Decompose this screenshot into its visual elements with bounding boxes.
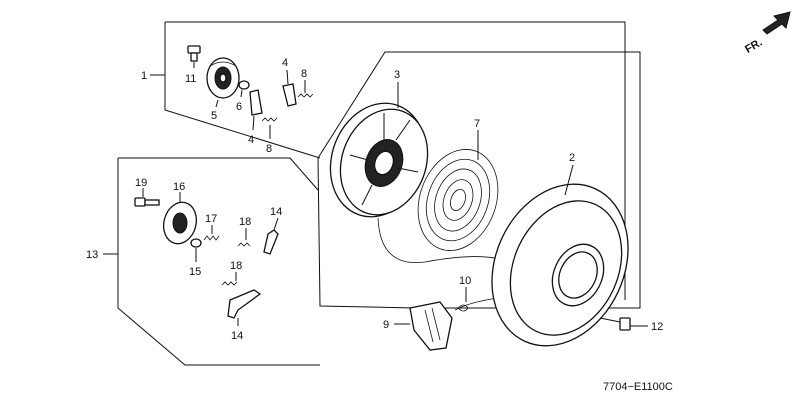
callout-14b: 14: [231, 330, 243, 342]
part-19-bolt: [134, 188, 160, 207]
part-18-spring-b: [221, 272, 238, 286]
callout-8a: 8: [301, 68, 307, 80]
part-9-handle: [394, 301, 453, 351]
part-10-knot: [457, 287, 469, 312]
part-4-pawl-b: [249, 89, 263, 131]
part-7-recoil-spring: [417, 130, 499, 251]
part-6-washer: [238, 80, 250, 98]
callout-19: 19: [135, 177, 147, 189]
part-12-bolt: [599, 317, 648, 331]
callout-5: 5: [211, 110, 217, 122]
part-18-spring-a: [237, 228, 251, 247]
callout-13: 13: [86, 249, 98, 261]
callout-18b: 18: [230, 260, 242, 272]
group-1-outline: [150, 21, 626, 300]
callout-16: 16: [173, 181, 185, 193]
part-17-spring: [203, 225, 220, 241]
callout-18a: 18: [239, 216, 251, 228]
callout-labels: 1 11 5 6 4 8 4 8 3 7 2 19 16 17 18 14 13…: [86, 57, 663, 342]
part-15-washer: [190, 238, 202, 262]
callout-15: 15: [189, 266, 201, 278]
direction-label: FR.: [743, 37, 764, 56]
callout-17: 17: [205, 213, 217, 225]
part-11-bolt: [187, 45, 201, 68]
part-4-pawl-a: [282, 69, 297, 107]
drawing-code: 7704−E1100C: [603, 381, 673, 393]
part-3-reel: [329, 82, 429, 218]
part-14-pawl-b: [227, 289, 262, 326]
callout-12: 12: [651, 321, 663, 333]
group-outline-main: [317, 51, 641, 309]
callout-11: 11: [185, 73, 196, 85]
callout-8b: 8: [266, 143, 272, 155]
part-2-starter-case: [491, 164, 629, 347]
arrow-up-right-icon: [762, 11, 791, 35]
part-8-spring-b: [261, 117, 278, 139]
callout-4a: 4: [282, 57, 288, 69]
group-13-outline: [103, 157, 320, 366]
direction-indicator: FR.: [743, 11, 791, 56]
callout-3: 3: [394, 69, 400, 81]
callout-4b: 4: [248, 134, 254, 146]
part-8-spring-a: [297, 80, 314, 98]
part-14-pawl-a: [263, 217, 279, 255]
callout-14a: 14: [270, 206, 282, 218]
callout-10: 10: [459, 275, 471, 287]
part-16-ratchet: [162, 192, 198, 245]
callout-2: 2: [569, 152, 575, 164]
callout-6: 6: [236, 101, 242, 113]
callout-7: 7: [474, 118, 480, 130]
part-5-ratchet: [206, 57, 240, 108]
callout-1: 1: [141, 70, 147, 82]
callout-9: 9: [383, 319, 389, 331]
